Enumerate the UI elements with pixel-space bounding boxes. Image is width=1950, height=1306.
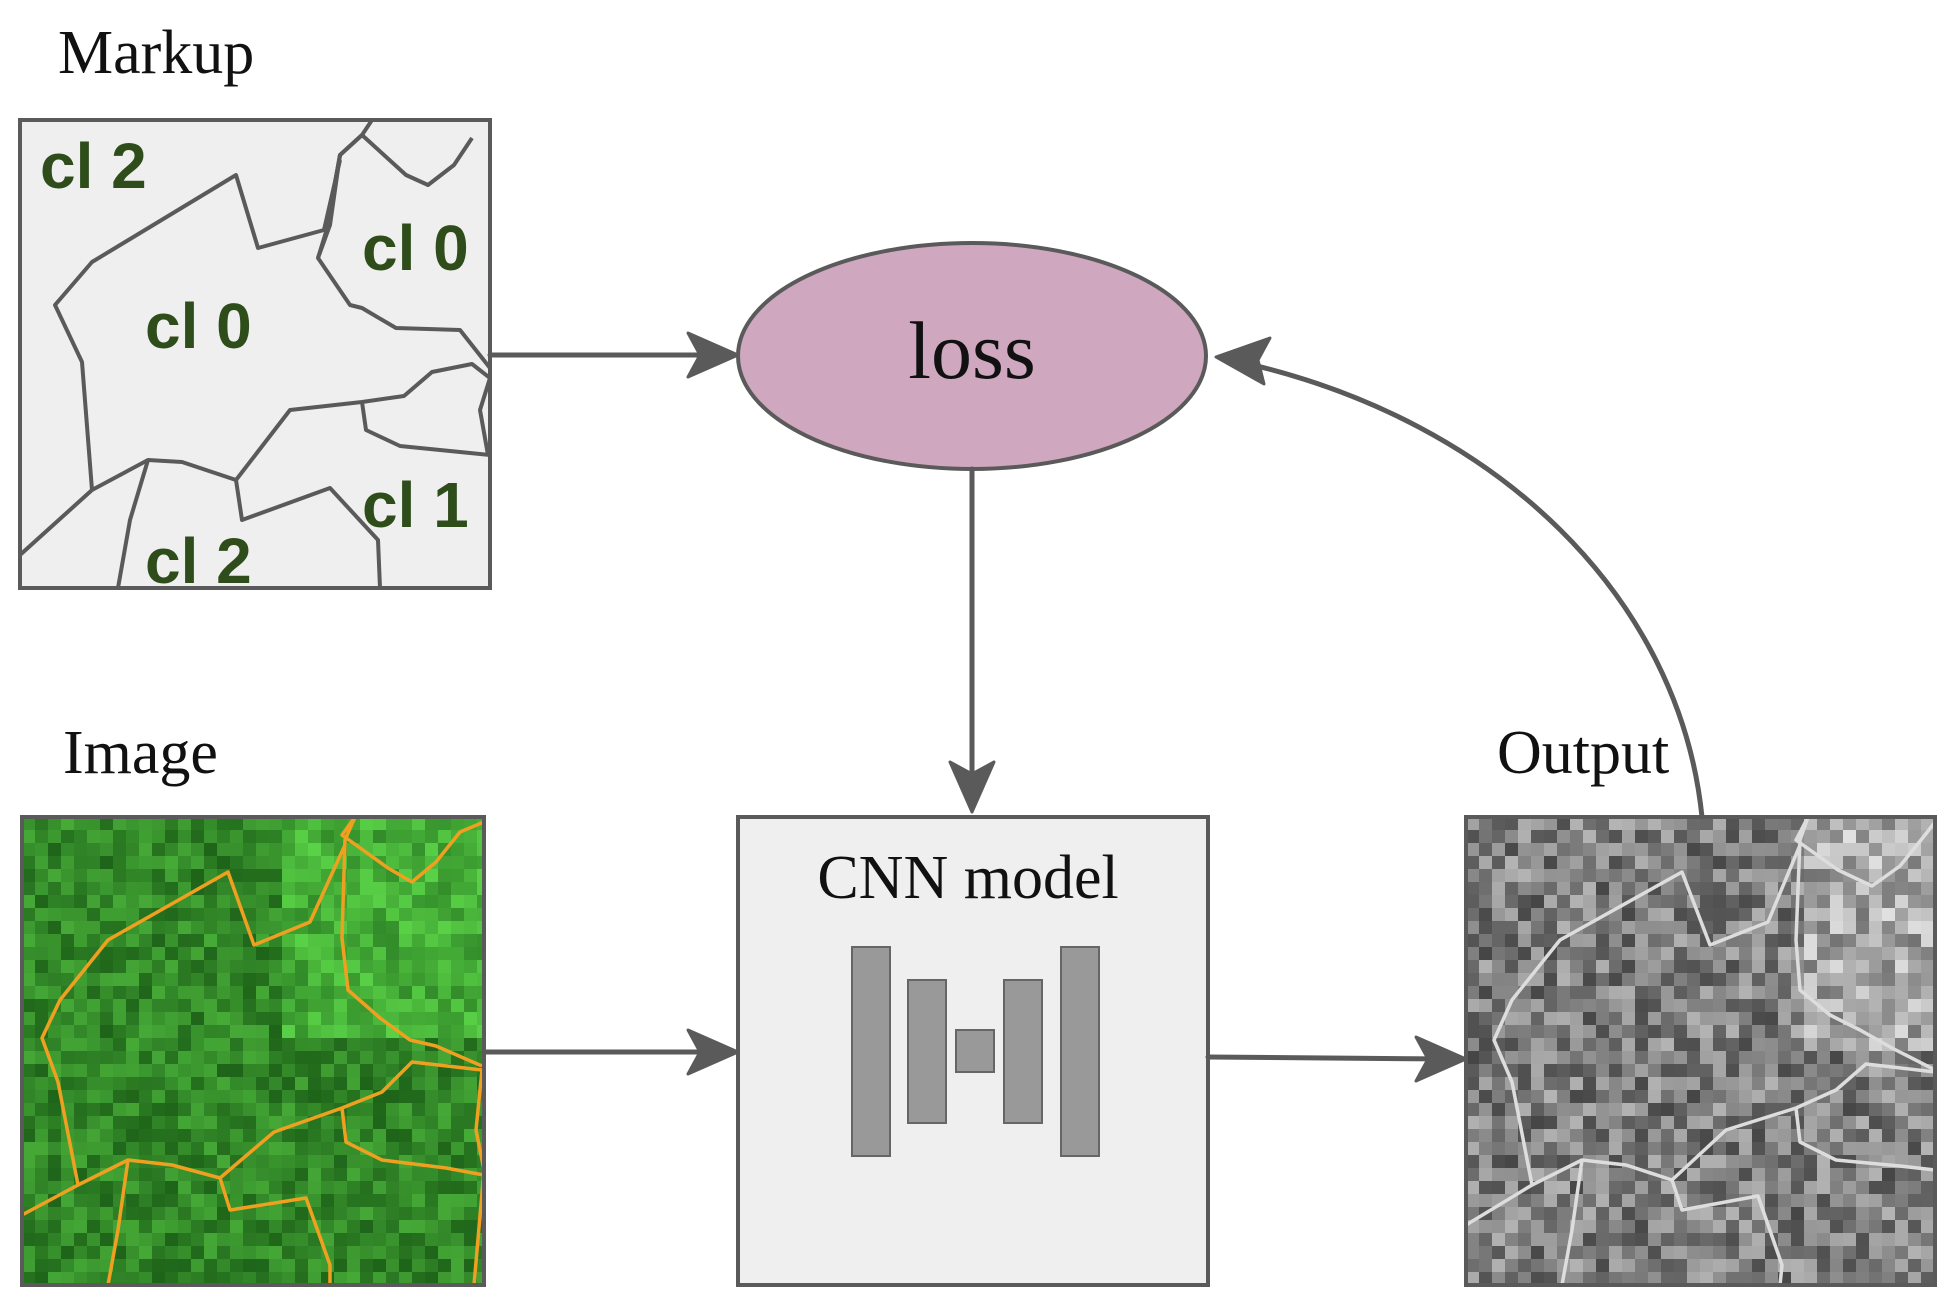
markup-class-label: cl 0 — [362, 212, 469, 284]
markup-class-label: cl 2 — [40, 130, 147, 202]
image-region-boundaries — [22, 817, 484, 1285]
markup-class-label: cl 1 — [362, 469, 469, 541]
cnn-model-label: CNN model — [817, 844, 1118, 912]
output-panel — [1464, 815, 1937, 1287]
output-title: Output — [1497, 719, 1669, 787]
markup-class-label: cl 2 — [145, 525, 252, 597]
output-region-boundaries — [1466, 817, 1935, 1285]
image-panel — [20, 815, 486, 1287]
markup-title: Markup — [58, 19, 254, 87]
output-probability-map — [1466, 817, 1935, 1285]
cnn-to-output-arrow — [1205, 1054, 1451, 1062]
output-to-loss-arrow — [1237, 359, 1705, 820]
encoder-decoder-bars-icon — [851, 946, 1100, 1157]
cnn-model-node: CNN model — [736, 815, 1210, 1287]
markup-class-label: cl 0 — [145, 290, 252, 362]
flow-arrows — [481, 352, 1705, 1062]
satellite-image — [22, 817, 484, 1285]
image-title: Image — [63, 719, 218, 787]
arrowhead-icon — [686, 331, 1468, 1083]
markup-panel: cl 2 cl 0 cl 0 cl 1 cl 2 — [18, 118, 492, 597]
loss-label: loss — [908, 305, 1036, 396]
markup-region-boundaries — [20, 120, 490, 588]
loss-node: loss — [736, 241, 1208, 471]
